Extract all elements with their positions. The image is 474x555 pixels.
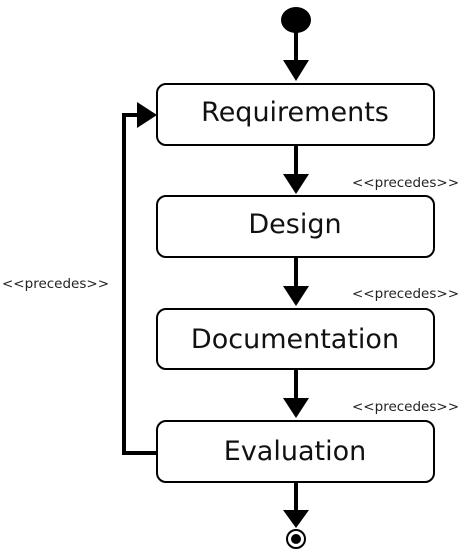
documentation-node: Documentation [156,308,435,370]
eval-to-req-edge [122,113,157,455]
design-node: Design [156,195,435,258]
design-to-doc-label: <<precedes>> [352,286,459,302]
initial-node [281,7,311,33]
start-arrowhead [283,60,309,81]
doc-to-eval-arrowhead [283,398,309,418]
final-node [286,529,306,549]
design-label: Design [248,209,341,240]
evaluation-label: Evaluation [224,436,366,467]
design-to-doc-arrowhead [283,286,309,306]
eval-to-req-label: <<precedes>> [2,276,109,292]
req-to-design-label: <<precedes>> [352,175,459,191]
eval-to-req-arrowhead [137,102,157,128]
requirements-label: Requirements [201,97,389,128]
documentation-label: Documentation [191,324,399,355]
doc-to-eval-label: <<precedes>> [352,399,459,415]
requirements-node: Requirements [156,83,435,146]
end-arrowhead [283,510,309,528]
req-to-design-arrowhead [283,174,309,194]
evaluation-node: Evaluation [156,420,435,483]
